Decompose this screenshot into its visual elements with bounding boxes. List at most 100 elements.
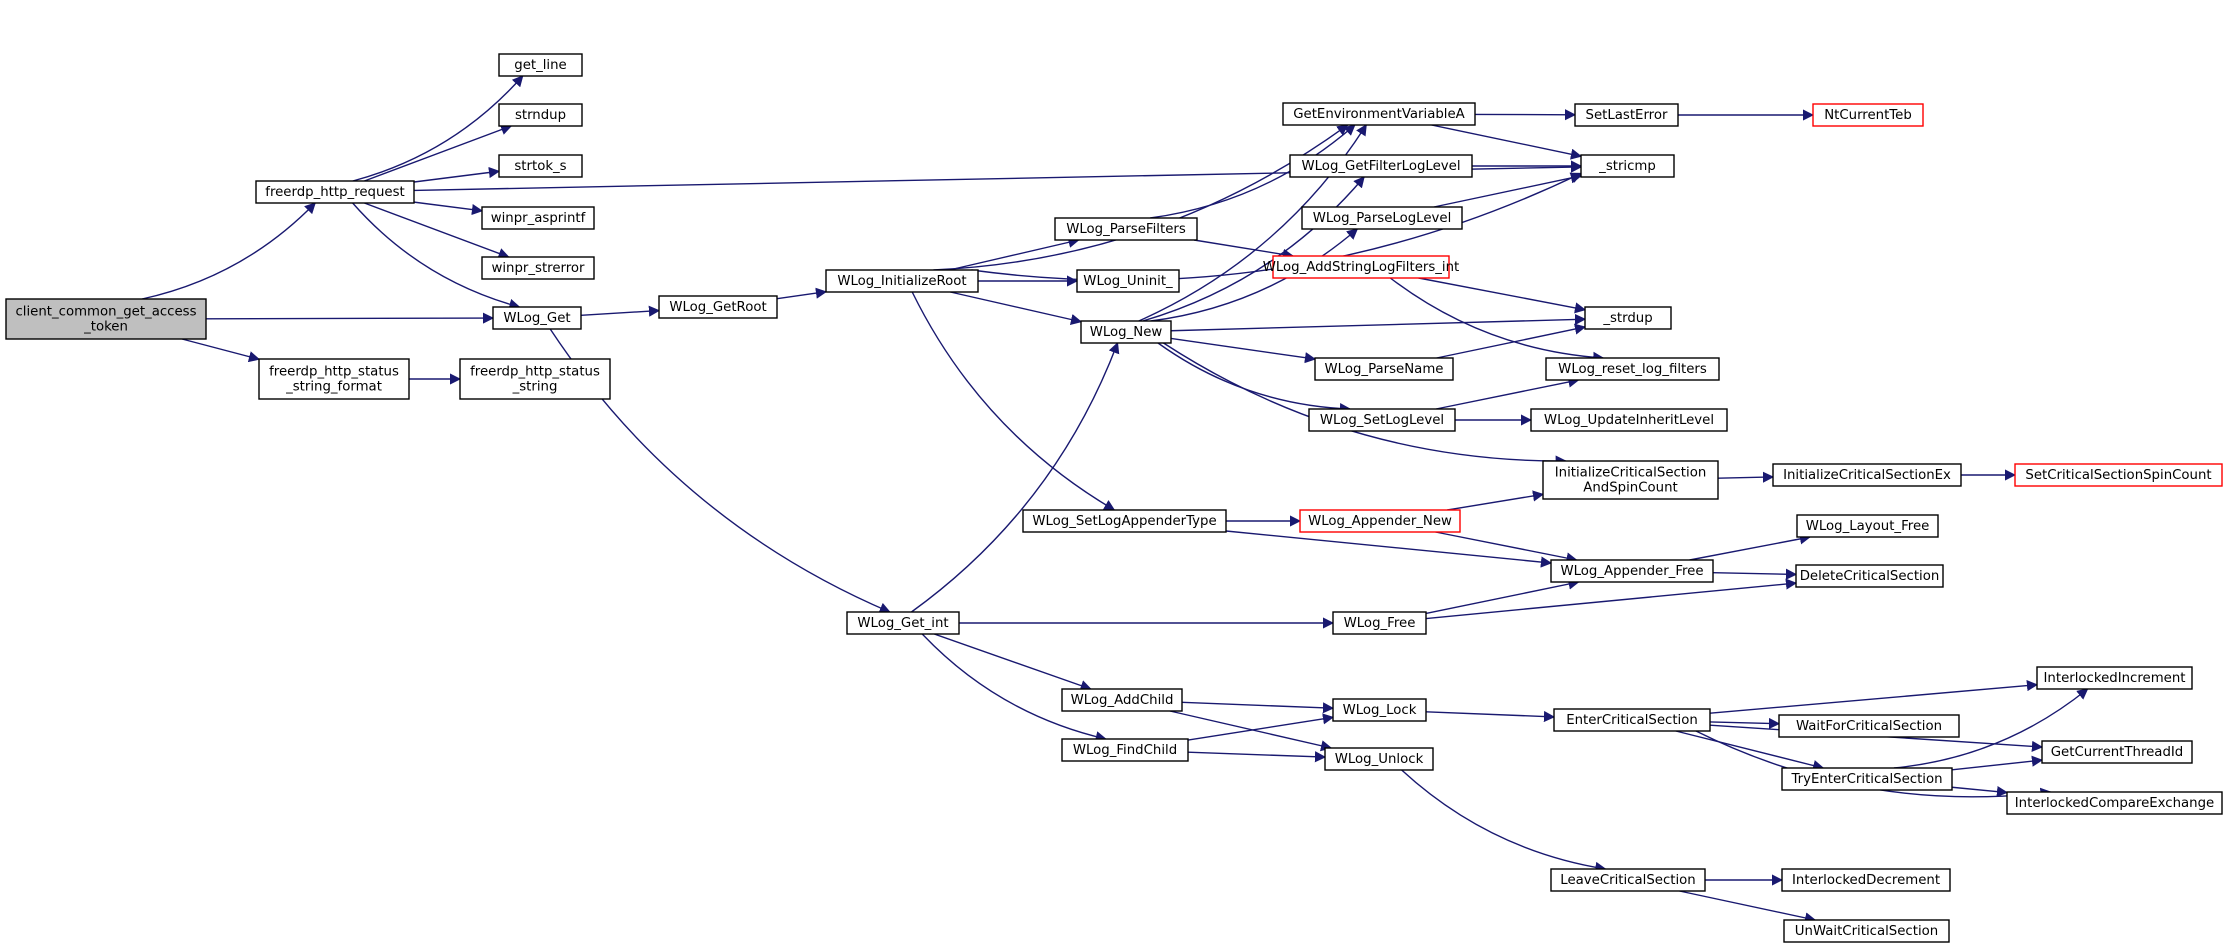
node-parseloglevel[interactable]: WLog_ParseLogLevel: [1301, 206, 1463, 230]
node-box-root[interactable]: [5, 298, 207, 340]
node-box-status_format[interactable]: [258, 358, 410, 400]
node-wlog_lock[interactable]: WLog_Lock: [1332, 698, 1427, 722]
node-box-parseloglevel[interactable]: [1301, 206, 1463, 230]
node-box-parsename[interactable]: [1314, 357, 1454, 381]
node-setloglevel[interactable]: WLog_SetLogLevel: [1308, 408, 1456, 432]
node-getenv[interactable]: GetEnvironmentVariableA: [1282, 102, 1476, 126]
node-box-leavecs[interactable]: [1550, 868, 1706, 892]
node-appender_new[interactable]: WLog_Appender_New: [1299, 509, 1461, 533]
node-box-deletecs[interactable]: [1795, 564, 1944, 588]
node-box-getthreadid[interactable]: [2041, 740, 2193, 764]
node-winpr_asprintf[interactable]: winpr_asprintf: [481, 206, 595, 230]
node-wlog_get[interactable]: WLog_Get: [492, 306, 582, 330]
node-wlog_new[interactable]: WLog_New: [1080, 320, 1172, 344]
node-box-getroot[interactable]: [658, 295, 778, 319]
node-box-http_request[interactable]: [255, 180, 415, 204]
node-strdup[interactable]: _strdup: [1584, 306, 1672, 330]
node-get_line[interactable]: get_line: [498, 53, 583, 77]
node-box-strtok_s[interactable]: [498, 154, 583, 178]
node-wlog_free[interactable]: WLog_Free: [1332, 611, 1427, 635]
node-box-findchild[interactable]: [1061, 738, 1189, 762]
node-status_string[interactable]: freerdp_http_status_string: [459, 358, 611, 400]
node-box-getfilterlevel[interactable]: [1289, 154, 1473, 178]
node-interlockedcmp[interactable]: InterlockedCompareExchange: [2006, 791, 2223, 815]
node-box-resetfilters[interactable]: [1545, 357, 1720, 381]
node-initcs_ex[interactable]: InitializeCriticalSectionEx: [1772, 463, 1962, 487]
node-box-interlockedcmp[interactable]: [2006, 791, 2223, 815]
node-layout_free[interactable]: WLog_Layout_Free: [1796, 514, 1939, 538]
node-box-waitforcs[interactable]: [1778, 714, 1960, 738]
node-parsefilters[interactable]: WLog_ParseFilters: [1054, 217, 1198, 241]
node-box-updateinherit[interactable]: [1530, 408, 1728, 432]
node-get_int[interactable]: WLog_Get_int: [846, 611, 960, 635]
node-box-stricmp[interactable]: [1580, 154, 1675, 178]
node-setcsspin[interactable]: SetCriticalSectionSpinCount: [2014, 463, 2223, 487]
node-waitforcs[interactable]: WaitForCriticalSection: [1778, 714, 1960, 738]
node-getthreadid[interactable]: GetCurrentThreadId: [2041, 740, 2193, 764]
node-interlockeddec[interactable]: InterlockedDecrement: [1781, 868, 1951, 892]
node-box-setappendertype[interactable]: [1022, 509, 1227, 533]
node-resetfilters[interactable]: WLog_reset_log_filters: [1545, 357, 1720, 381]
node-box-strdup[interactable]: [1584, 306, 1672, 330]
node-wlog_unlock[interactable]: WLog_Unlock: [1324, 747, 1434, 771]
node-box-getenv[interactable]: [1282, 102, 1476, 126]
node-box-initcs_ex[interactable]: [1772, 463, 1962, 487]
node-box-wlog_get[interactable]: [492, 306, 582, 330]
node-box-tryentercs[interactable]: [1781, 767, 1953, 791]
node-strndup[interactable]: strndup: [498, 103, 583, 127]
node-box-addstringfilters[interactable]: [1272, 255, 1450, 279]
node-leavecs[interactable]: LeaveCriticalSection: [1550, 868, 1706, 892]
node-root[interactable]: client_common_get_access_token: [5, 298, 207, 340]
node-box-unwaitcs[interactable]: [1783, 919, 1950, 943]
node-box-layout_free[interactable]: [1796, 514, 1939, 538]
node-box-winpr_strerror[interactable]: [481, 256, 595, 280]
node-box-get_line[interactable]: [498, 53, 583, 77]
node-box-strndup[interactable]: [498, 103, 583, 127]
node-box-uninit[interactable]: [1076, 269, 1180, 293]
node-appender_free[interactable]: WLog_Appender_Free: [1550, 559, 1714, 583]
node-getfilterlevel[interactable]: WLog_GetFilterLogLevel: [1289, 154, 1473, 178]
node-box-entercs[interactable]: [1553, 708, 1711, 732]
node-box-parsefilters[interactable]: [1054, 217, 1198, 241]
node-getroot[interactable]: WLog_GetRoot: [658, 295, 778, 319]
node-box-setloglevel[interactable]: [1308, 408, 1456, 432]
node-box-initroot[interactable]: [825, 269, 979, 293]
node-addchild[interactable]: WLog_AddChild: [1061, 688, 1183, 712]
node-parsename[interactable]: WLog_ParseName: [1314, 357, 1454, 381]
node-ntcurrentteb[interactable]: NtCurrentTeb: [1812, 103, 1924, 127]
node-deletecs[interactable]: DeleteCriticalSection: [1795, 564, 1944, 588]
node-entercs[interactable]: EnterCriticalSection: [1553, 708, 1711, 732]
node-updateinherit[interactable]: WLog_UpdateInheritLevel: [1530, 408, 1728, 432]
node-box-interlockeddec[interactable]: [1781, 868, 1951, 892]
node-interlockedinc[interactable]: InterlockedIncrement: [2036, 666, 2193, 690]
node-box-appender_free[interactable]: [1550, 559, 1714, 583]
node-box-wlog_lock[interactable]: [1332, 698, 1427, 722]
node-box-winpr_asprintf[interactable]: [481, 206, 595, 230]
node-findchild[interactable]: WLog_FindChild: [1061, 738, 1189, 762]
node-tryentercs[interactable]: TryEnterCriticalSection: [1781, 767, 1953, 791]
node-initroot[interactable]: WLog_InitializeRoot: [825, 269, 979, 293]
node-box-addchild[interactable]: [1061, 688, 1183, 712]
node-box-setcsspin[interactable]: [2014, 463, 2223, 487]
node-box-initcs_spin[interactable]: [1542, 460, 1719, 500]
node-winpr_strerror[interactable]: winpr_strerror: [481, 256, 595, 280]
node-setlasterror[interactable]: SetLastError: [1574, 103, 1679, 127]
node-stricmp[interactable]: _stricmp: [1580, 154, 1675, 178]
node-http_request[interactable]: freerdp_http_request: [255, 180, 415, 204]
node-addstringfilters[interactable]: WLog_AddStringLogFilters_int: [1263, 255, 1460, 279]
node-setappendertype[interactable]: WLog_SetLogAppenderType: [1022, 509, 1227, 533]
node-box-setlasterror[interactable]: [1574, 103, 1679, 127]
node-status_format[interactable]: freerdp_http_status_string_format: [258, 358, 410, 400]
node-box-ntcurrentteb[interactable]: [1812, 103, 1924, 127]
node-box-wlog_unlock[interactable]: [1324, 747, 1434, 771]
node-box-wlog_new[interactable]: [1080, 320, 1172, 344]
node-strtok_s[interactable]: strtok_s: [498, 154, 583, 178]
node-uninit[interactable]: WLog_Uninit_: [1076, 269, 1180, 293]
node-box-get_int[interactable]: [846, 611, 960, 635]
node-box-interlockedinc[interactable]: [2036, 666, 2193, 690]
node-box-status_string[interactable]: [459, 358, 611, 400]
node-box-wlog_free[interactable]: [1332, 611, 1427, 635]
node-box-appender_new[interactable]: [1299, 509, 1461, 533]
node-unwaitcs[interactable]: UnWaitCriticalSection: [1783, 919, 1950, 943]
